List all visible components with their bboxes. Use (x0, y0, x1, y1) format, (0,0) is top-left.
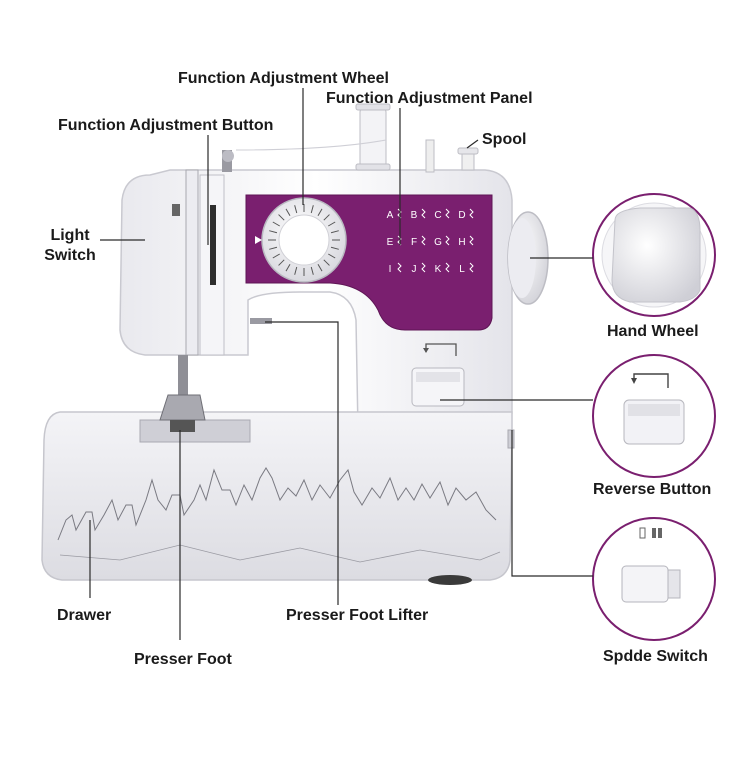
stitch-letter-b: B (411, 210, 418, 221)
power-switch-on-machine[interactable] (507, 429, 515, 449)
presser-foot-lifter-lever[interactable] (250, 318, 272, 324)
stitch-letter-e: E (387, 237, 394, 248)
dial-tick (327, 221, 336, 227)
stitch-pattern-icon-c (445, 208, 450, 219)
presser-foot-shape (159, 394, 206, 421)
leader-spool (466, 139, 479, 149)
dial-ticks (268, 204, 340, 276)
stitch-letter-a: A (387, 210, 394, 221)
dial-pointer-icon (255, 236, 262, 244)
label-light-switch-line1: Light (50, 227, 90, 244)
label-light-switch-line2: Switch (44, 247, 96, 264)
needle-bar (178, 355, 188, 395)
spool-assembly (235, 103, 479, 173)
dial-tick (310, 205, 314, 214)
dial-tick (278, 214, 285, 221)
skyline-decoration (57, 467, 497, 541)
spool-pin (461, 151, 475, 171)
thread-spool (359, 107, 387, 169)
label-drawer: Drawer (57, 607, 112, 624)
stitch-letter-g: G (434, 237, 442, 248)
stitch-pattern-icon-l (469, 262, 474, 273)
spdde-switch-zoom-icon (621, 565, 669, 603)
label-presser-foot: Presser Foot (134, 651, 232, 668)
label-spdde-switch: Spdde Switch (603, 648, 708, 665)
label-function-adjustment-panel: Function Adjustment Panel (326, 90, 533, 107)
label-hand-wheel: Hand Wheel (607, 323, 699, 340)
stitch-letter-f: F (411, 237, 417, 248)
thread (235, 139, 387, 151)
stitch-pattern-icon-k (445, 262, 450, 273)
stitch-pattern-icon-h (469, 235, 474, 246)
dial-tick (272, 221, 281, 227)
take-up-slot (210, 205, 216, 285)
dial-tick (327, 253, 336, 259)
dial-tick (269, 246, 278, 250)
label-function-adjustment-wheel: Function Adjustment Wheel (178, 70, 389, 87)
stitch-letter-j: J (412, 264, 417, 275)
reverse-button-on-machine[interactable] (411, 343, 465, 407)
leader-lines (89, 88, 593, 640)
stitch-pattern-icon-j (421, 262, 426, 273)
light-switch-icon[interactable] (172, 204, 180, 216)
hand-wheel[interactable] (507, 211, 549, 305)
label-function-adjustment-button: Function Adjustment Button (58, 117, 274, 134)
label-spool: Spool (482, 131, 527, 148)
stitch-pattern-icon-g (445, 235, 450, 246)
stitch-pattern-icon-b (421, 208, 426, 219)
dial-tick (272, 253, 281, 259)
label-reverse-button: Reverse Button (593, 481, 712, 498)
hand-wheel-zoom-icon (611, 207, 701, 303)
dial-tick (294, 266, 298, 275)
dial-tick (330, 230, 339, 234)
machine-foot (428, 575, 472, 585)
needle-head (159, 150, 234, 432)
label-light-switch: Light Switch (40, 226, 100, 266)
dial-tick (317, 208, 323, 217)
skyline-base-line (59, 544, 501, 563)
dial-tick (285, 263, 291, 272)
reverse-button-callout (592, 354, 716, 478)
dial-tick (269, 230, 278, 234)
spdde-switch-callout (592, 517, 716, 641)
leader-spdde-switch (511, 430, 593, 577)
label-presser-foot-lifter: Presser Foot Lifter (286, 607, 429, 624)
stitch-pattern-icon-d (469, 208, 474, 219)
dial-tick (317, 263, 323, 272)
dial-tick (323, 259, 330, 266)
dial-tick (310, 266, 314, 275)
stitch-pattern-icon-f (421, 235, 426, 246)
leader-presser-foot-lifter (265, 321, 339, 605)
stitch-letter-k: K (435, 264, 442, 275)
dial-tick (285, 208, 291, 217)
function-adjustment-wheel[interactable] (255, 197, 347, 283)
dial-tick (278, 259, 285, 266)
stitch-pattern-icon-i (397, 262, 402, 273)
stitch-letter-i: I (389, 264, 392, 275)
thread-guide (425, 139, 435, 173)
dial-tick (330, 246, 339, 250)
stitch-letter-l: L (459, 264, 465, 275)
hand-wheel-callout (592, 193, 716, 317)
dial-tick (323, 214, 330, 221)
dial-tick (294, 205, 298, 214)
stitch-letter-d: D (458, 210, 465, 221)
stitch-letter-h: H (458, 237, 465, 248)
stitch-letter-c: C (434, 210, 441, 221)
